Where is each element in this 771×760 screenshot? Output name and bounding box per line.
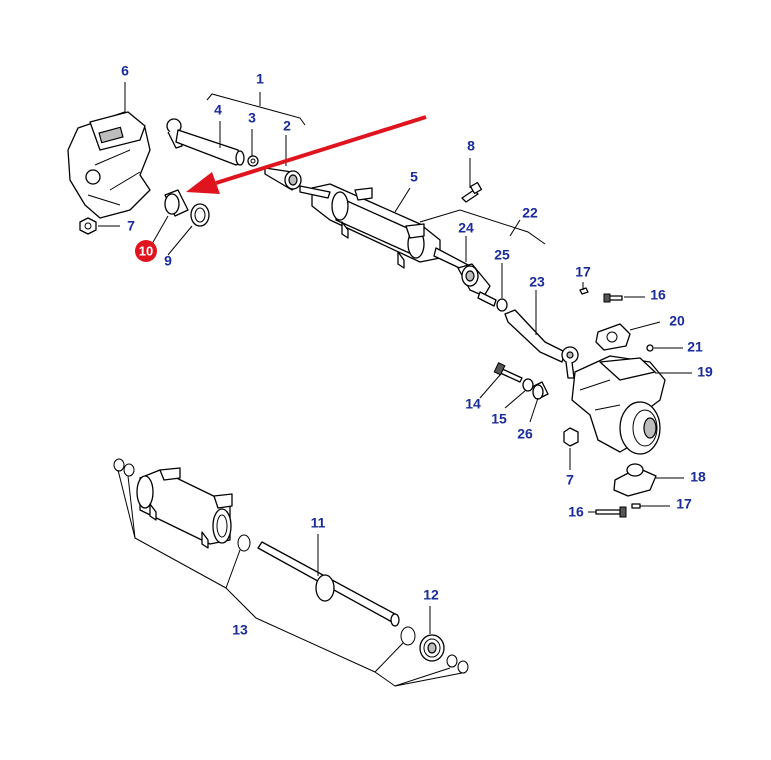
callout-25: 25 bbox=[494, 247, 510, 263]
bushing-26 bbox=[532, 381, 549, 400]
bushing-10 bbox=[164, 189, 189, 217]
callout-labels: 1 2 3 4 5 6 7 7 8 9 10 11 12 13 14 15 16… bbox=[121, 63, 713, 638]
callout-17-bottom: 17 bbox=[676, 496, 692, 512]
bolt-16-bottom bbox=[595, 506, 627, 518]
left-steering-knuckle bbox=[67, 111, 151, 219]
inner-tie-rod-2 bbox=[264, 167, 302, 191]
callout-3: 3 bbox=[248, 110, 256, 126]
tie-rod-23 bbox=[504, 309, 579, 379]
callout-17-top: 17 bbox=[575, 264, 591, 280]
bolt-16-top bbox=[603, 293, 623, 303]
callout-5: 5 bbox=[410, 169, 418, 185]
cap-18 bbox=[613, 463, 657, 497]
bolt-8 bbox=[461, 181, 483, 203]
callout-23: 23 bbox=[529, 274, 545, 290]
callout-6: 6 bbox=[121, 63, 129, 79]
nut-7-left bbox=[79, 217, 97, 235]
callout-16-top: 16 bbox=[650, 287, 666, 303]
pin-17-bottom bbox=[631, 503, 641, 509]
callout-14: 14 bbox=[465, 396, 481, 412]
pin-21 bbox=[646, 344, 654, 352]
cylinder-tube bbox=[136, 467, 233, 549]
callout-7-right: 7 bbox=[566, 472, 574, 488]
steering-cylinder bbox=[299, 183, 471, 273]
nut-25 bbox=[496, 298, 508, 312]
red-pointer-arrow bbox=[186, 115, 427, 194]
callout-2: 2 bbox=[283, 118, 291, 134]
callout-9: 9 bbox=[164, 253, 172, 269]
callout-4: 4 bbox=[214, 102, 222, 118]
tie-rod-end-left bbox=[166, 118, 245, 166]
callout-18: 18 bbox=[690, 469, 706, 485]
callout-8: 8 bbox=[467, 138, 475, 154]
callout-10-highlight bbox=[135, 240, 157, 262]
piston-rod-11 bbox=[257, 541, 400, 627]
nut-15 bbox=[522, 378, 534, 392]
tie-rod-24 bbox=[457, 263, 497, 307]
callout-20: 20 bbox=[669, 313, 685, 329]
nut-7-right bbox=[563, 427, 579, 447]
o-rings-right bbox=[446, 654, 469, 674]
callout-24: 24 bbox=[458, 220, 474, 236]
o-ring-rod bbox=[400, 626, 416, 646]
callout-19: 19 bbox=[697, 364, 713, 380]
seal-9 bbox=[190, 203, 210, 227]
callout-12: 12 bbox=[423, 587, 439, 603]
callout-16-bottom: 16 bbox=[568, 504, 584, 520]
right-steering-knuckle bbox=[571, 355, 666, 455]
nut-3 bbox=[247, 155, 259, 167]
o-rings-left bbox=[113, 458, 251, 552]
callout-21: 21 bbox=[687, 339, 703, 355]
callout-13: 13 bbox=[232, 622, 248, 638]
callout-11: 11 bbox=[311, 515, 326, 531]
bolt-14 bbox=[493, 362, 523, 383]
cap-20 bbox=[595, 323, 631, 351]
pin-17-top bbox=[579, 287, 589, 295]
gland-12 bbox=[419, 634, 445, 662]
callout-22: 22 bbox=[522, 205, 538, 221]
callout-1: 1 bbox=[256, 71, 264, 87]
callout-7-left: 7 bbox=[127, 218, 135, 234]
callout-10: 10 bbox=[139, 243, 153, 258]
callout-26: 26 bbox=[517, 426, 533, 442]
callout-15: 15 bbox=[491, 411, 507, 427]
